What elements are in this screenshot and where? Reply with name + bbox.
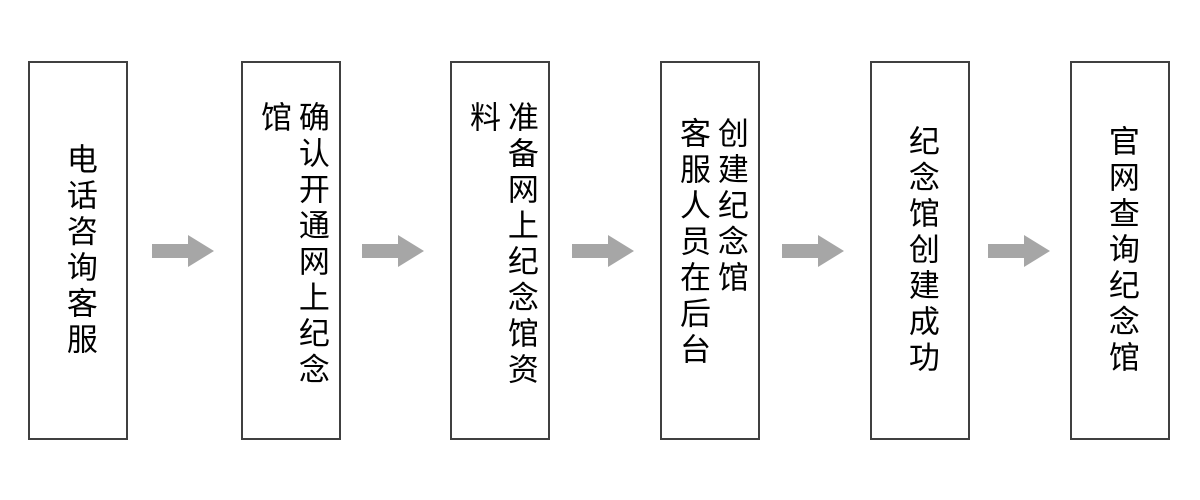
process-box-4[interactable]: 客服人员在后台创建纪念馆 [660, 61, 760, 440]
process-box-2-label: 确认开通网上纪念馆 [255, 100, 329, 389]
process-box-4-label: 客服人员在后台创建纪念馆 [674, 116, 748, 369]
arrow-right-icon-2 [362, 235, 424, 267]
process-box-3[interactable]: 准备网上纪念馆资料 [450, 61, 550, 440]
process-box-1[interactable]: 电话咨询客服 [28, 61, 128, 440]
process-box-5-label: 纪念馆创建成功 [902, 124, 939, 377]
process-box-2[interactable]: 确认开通网上纪念馆 [241, 61, 341, 440]
arrow-right-icon-4 [782, 235, 844, 267]
arrow-right-icon-5 [988, 235, 1050, 267]
process-box-6[interactable]: 官网查询纪念馆 [1070, 61, 1170, 440]
process-box-5[interactable]: 纪念馆创建成功 [870, 61, 970, 440]
arrow-right-icon-1 [152, 235, 214, 267]
process-box-6-label: 官网查询纪念馆 [1102, 124, 1139, 377]
arrow-right-icon-3 [572, 235, 634, 267]
process-box-3-label: 准备网上纪念馆资料 [464, 100, 538, 389]
process-box-1-label: 电话咨询客服 [60, 142, 97, 359]
